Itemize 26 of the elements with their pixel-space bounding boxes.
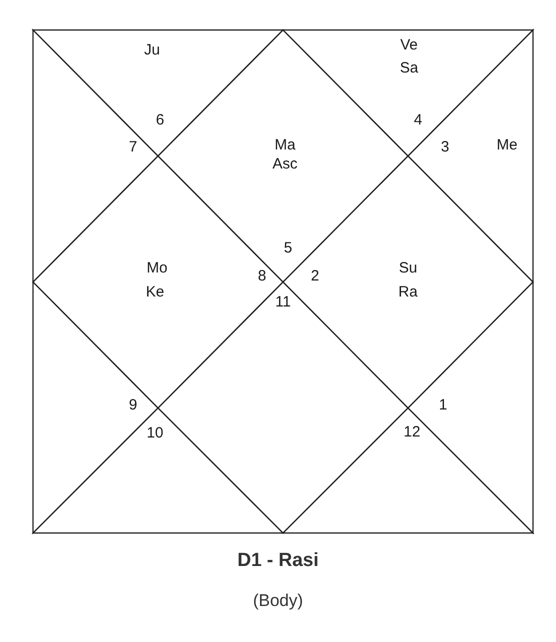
planet-label: Ke	[146, 284, 164, 300]
chart-title: D1 - Rasi	[236, 550, 320, 572]
planet-label: Mo	[146, 260, 168, 276]
sign-number: 5	[284, 240, 292, 256]
chart-caption: (Body)	[252, 591, 304, 611]
house-triangle	[33, 408, 283, 533]
sign-number: 1	[438, 396, 448, 414]
planet-label: Sa	[400, 60, 418, 76]
house-triangle	[283, 408, 533, 533]
planet-label: Ve	[400, 36, 418, 54]
sign-number: 8	[258, 268, 266, 284]
planet-label: Me	[496, 136, 518, 154]
planet-label: Asc	[272, 156, 298, 172]
sign-number: 11	[275, 294, 291, 310]
sign-number: 6	[156, 112, 164, 128]
planet-label: Ra	[398, 284, 418, 300]
sign-number: 3	[440, 138, 450, 156]
sign-number: 2	[310, 268, 320, 284]
sign-number: 7	[128, 138, 138, 156]
planet-label: Su	[398, 260, 418, 276]
sign-number: 9	[128, 396, 138, 414]
planet-label: Ju	[144, 42, 160, 58]
sign-number: 12	[404, 424, 420, 440]
planet-label: Ma	[274, 136, 296, 154]
sign-number: 10	[146, 424, 164, 442]
sign-number: 4	[414, 112, 422, 128]
